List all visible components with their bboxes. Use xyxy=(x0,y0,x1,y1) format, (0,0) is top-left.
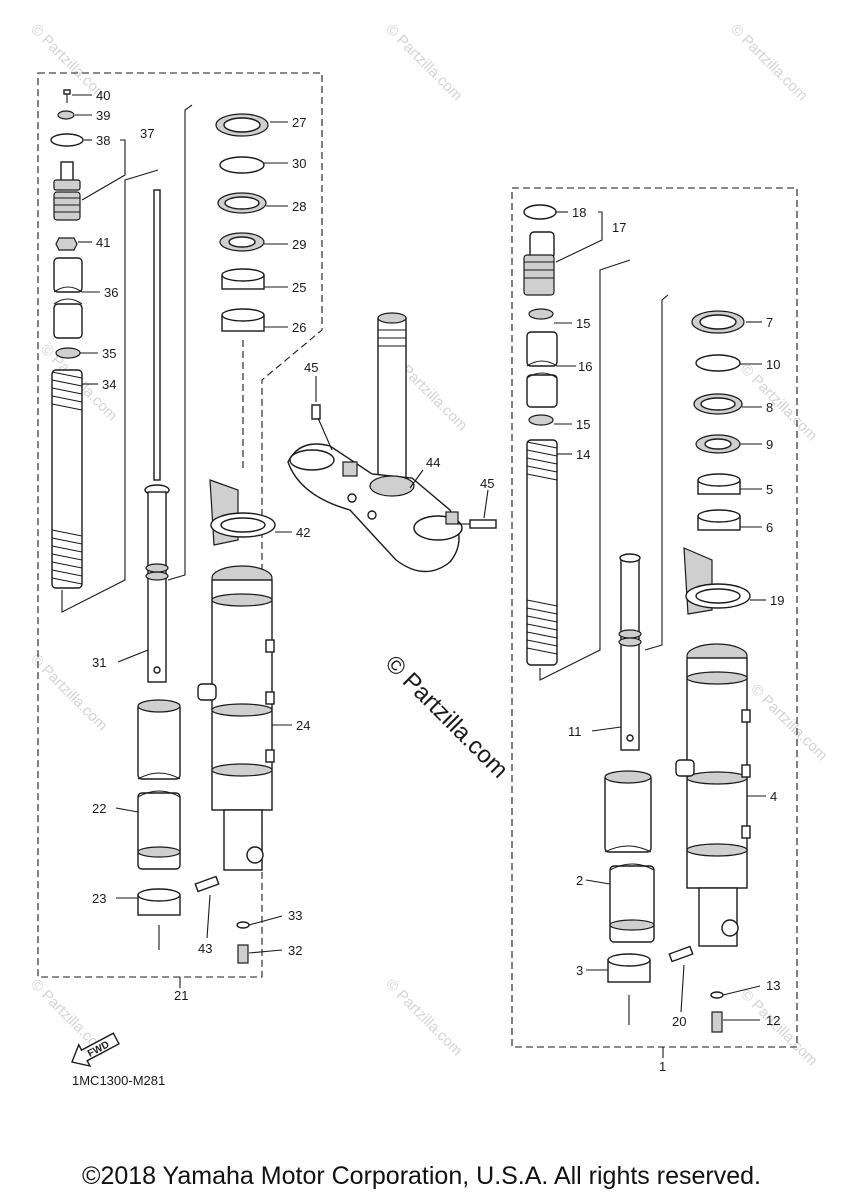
callout-32: 32 xyxy=(288,943,302,958)
callout-44: 44 xyxy=(426,455,440,470)
callout-2: 2 xyxy=(576,873,583,888)
callout-14: 14 xyxy=(576,447,590,462)
callout-43: 43 xyxy=(198,941,212,956)
callout-11: 11 xyxy=(568,724,582,739)
callout-1: 1 xyxy=(659,1059,666,1074)
watermark-text: © Partzilla.com xyxy=(382,21,465,104)
callout-36: 36 xyxy=(104,285,118,300)
callout-7: 7 xyxy=(766,315,773,330)
callout-34: 34 xyxy=(102,377,116,392)
callout-6: 6 xyxy=(766,520,773,535)
callout-42: 42 xyxy=(296,525,310,540)
callout-26: 26 xyxy=(292,320,306,335)
center-watermark: © Partzilla.com xyxy=(380,650,513,783)
callout-33: 33 xyxy=(288,908,302,923)
watermark-text: © Partzilla.com xyxy=(382,976,465,1059)
callout-22: 22 xyxy=(92,801,106,816)
callout-12: 12 xyxy=(766,1013,780,1028)
callout-35: 35 xyxy=(102,346,116,361)
callout-19: 19 xyxy=(770,593,784,608)
callout-17: 17 xyxy=(612,220,626,235)
callout-38: 38 xyxy=(96,133,110,148)
callout-16: 16 xyxy=(578,359,592,374)
callout-25: 25 xyxy=(292,280,306,295)
callout-41: 41 xyxy=(96,235,110,250)
callout-5: 5 xyxy=(766,482,773,497)
callout-31: 31 xyxy=(92,655,106,670)
callout-45-lower: 45 xyxy=(480,476,494,491)
callout-27: 27 xyxy=(292,115,306,130)
callout-15-upper: 15 xyxy=(576,316,590,331)
callout-18: 18 xyxy=(572,205,586,220)
copyright-notice: ©2018 Yamaha Motor Corporation, U.S.A. A… xyxy=(82,1162,761,1190)
callout-28: 28 xyxy=(292,199,306,214)
watermark-text: © Partzilla.com xyxy=(747,681,830,764)
callout-10: 10 xyxy=(766,357,780,372)
callout-9: 9 xyxy=(766,437,773,452)
diagram-code: 1MC1300-M281 xyxy=(72,1073,165,1088)
callout-24: 24 xyxy=(296,718,310,733)
right-fork-parts xyxy=(523,204,751,1033)
leader-lines xyxy=(72,94,766,1021)
callout-21: 21 xyxy=(174,988,188,1003)
callout-3: 3 xyxy=(576,963,583,978)
right-fork-assembly-boundary xyxy=(511,187,798,1048)
callout-4: 4 xyxy=(770,789,777,804)
callout-45-upper: 45 xyxy=(304,360,318,375)
callout-39: 39 xyxy=(96,108,110,123)
triple-clamp-parts xyxy=(287,312,497,573)
callout-20: 20 xyxy=(672,1014,686,1029)
callout-29: 29 xyxy=(292,237,306,252)
watermark-text: © Partzilla.com xyxy=(737,361,820,444)
callout-23: 23 xyxy=(92,891,106,906)
assembly-boundaries xyxy=(37,72,798,1058)
exploded-parts-diagram: © Partzilla.com © Partzilla.com © Partzi… xyxy=(27,21,830,1088)
left-fork-assembly-boundary xyxy=(37,72,323,978)
watermark-text: © Partzilla.com xyxy=(727,21,810,104)
callout-40: 40 xyxy=(96,88,110,103)
callout-labels: 40 39 38 37 41 36 35 34 31 22 23 43 33 3… xyxy=(92,88,784,1074)
callout-30: 30 xyxy=(292,156,306,171)
callout-15-lower: 15 xyxy=(576,417,590,432)
callout-37: 37 xyxy=(140,126,154,141)
left-fork-parts xyxy=(50,89,276,964)
callout-13: 13 xyxy=(766,978,780,993)
callout-8: 8 xyxy=(766,400,773,415)
